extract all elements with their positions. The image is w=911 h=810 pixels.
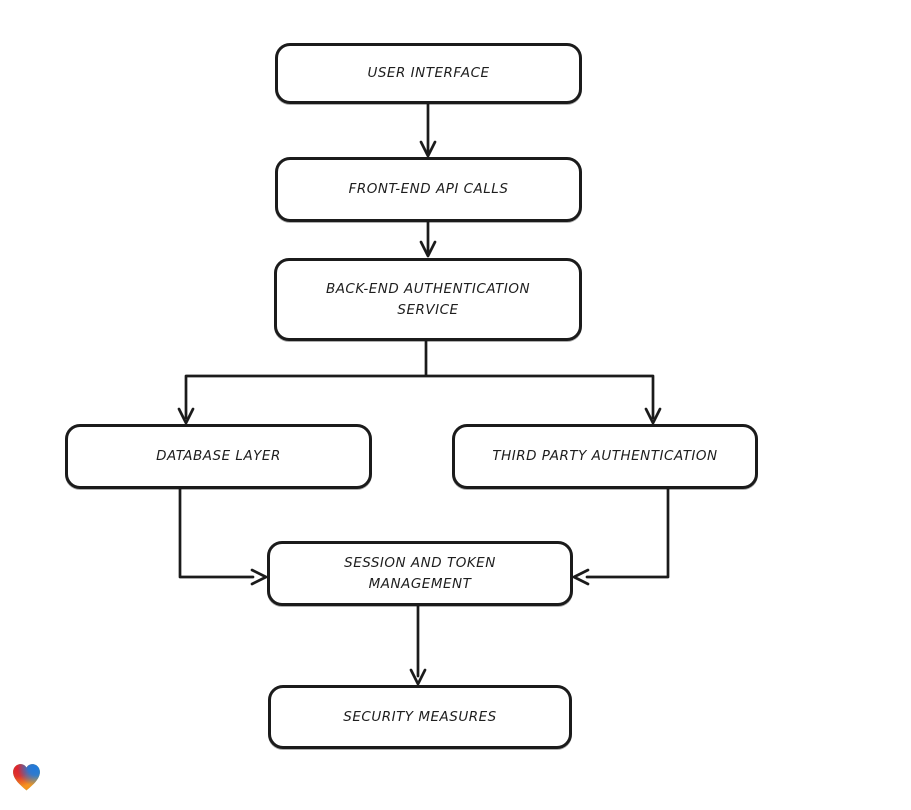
node-label: DATABASE LAYER: [156, 448, 281, 465]
gradient-heart-logo[interactable]: [10, 761, 43, 794]
node-back-end-authentication-service[interactable]: BACK-END AUTHENTICATION SERVICE: [274, 258, 582, 341]
node-label: SECURITY MEASURES: [343, 708, 497, 725]
arrow-auth-split: [184, 339, 655, 420]
node-label: BACK-END AUTHENTICATION SERVICE: [325, 280, 531, 318]
arrowhead: [419, 140, 437, 158]
node-label: FRONT-END API CALLS: [348, 181, 509, 198]
node-user-interface[interactable]: USER INTERFACE: [275, 43, 582, 104]
node-session-and-token-management[interactable]: SESSION AND TOKEN MANAGEMENT: [267, 541, 573, 606]
arrowhead: [409, 668, 427, 686]
arrowhead: [250, 568, 268, 586]
arrowhead: [572, 568, 590, 586]
arrowhead: [177, 407, 195, 425]
node-label: USER INTERFACE: [367, 65, 490, 82]
arrow-db-to-session: [178, 487, 255, 579]
node-security-measures[interactable]: SECURITY MEASURES: [268, 685, 572, 749]
arrow-3p-to-session: [585, 487, 670, 579]
node-database-layer[interactable]: DATABASE LAYER: [65, 424, 372, 489]
arrowhead: [419, 240, 437, 258]
node-front-end-api-calls[interactable]: FRONT-END API CALLS: [275, 157, 582, 222]
node-label: SESSION AND TOKEN MANAGEMENT: [344, 554, 496, 592]
arrowhead: [644, 407, 662, 425]
node-third-party-authentication[interactable]: THIRD PARTY AUTHENTICATION: [452, 424, 758, 489]
node-label: THIRD PARTY AUTHENTICATION: [492, 448, 718, 465]
